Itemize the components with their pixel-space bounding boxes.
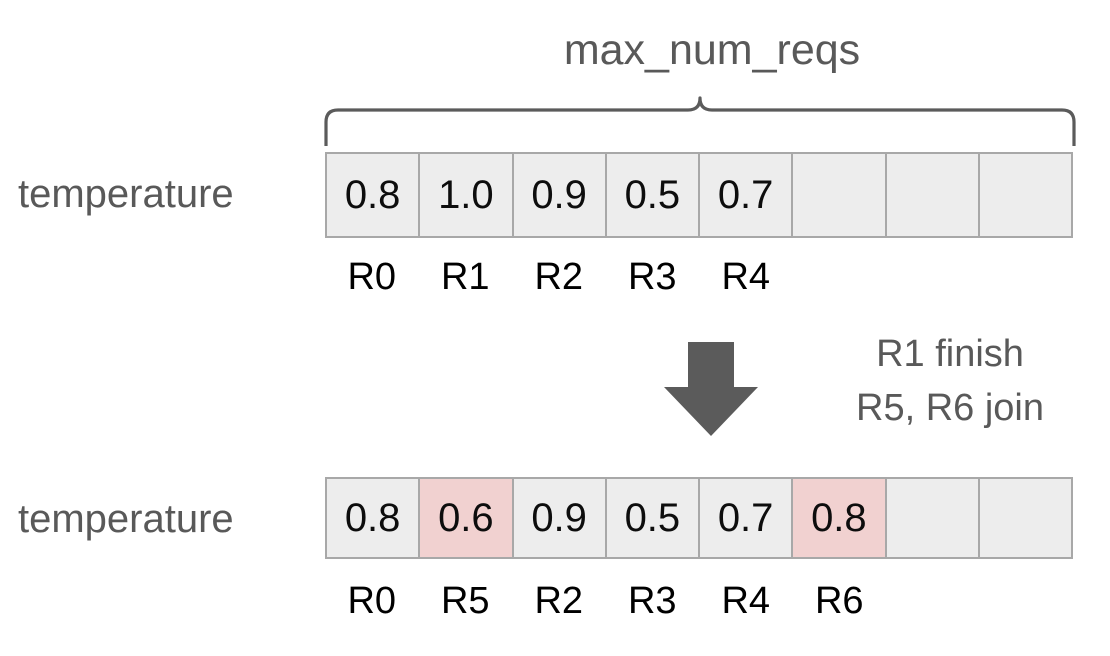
curly-brace-icon bbox=[324, 96, 1076, 146]
temperature-array-after: 0.8 0.6 0.9 0.5 0.7 0.8 bbox=[325, 477, 1073, 559]
request-id: R2 bbox=[534, 256, 584, 298]
slot-cell[interactable]: 0.5 bbox=[606, 479, 700, 557]
request-id bbox=[886, 582, 980, 620]
request-id: R4 bbox=[721, 256, 771, 298]
request-ids-before: R0 R1 R2 R3 R4 bbox=[325, 258, 1073, 296]
request-id: R5 bbox=[440, 580, 490, 622]
slot-cell-highlighted[interactable]: 0.6 bbox=[420, 479, 514, 557]
request-id: R2 bbox=[534, 580, 584, 622]
arrow-down-icon bbox=[664, 342, 758, 436]
row-label-temperature-after: temperature bbox=[18, 497, 234, 541]
slot-cell[interactable] bbox=[793, 154, 887, 236]
request-id: R3 bbox=[627, 580, 677, 622]
slot-cell[interactable]: 0.7 bbox=[700, 154, 794, 236]
temperature-array-before: 0.8 1.0 0.9 0.5 0.7 bbox=[325, 152, 1073, 238]
slot-cell[interactable]: 0.8 bbox=[327, 479, 421, 557]
request-ids-after: R0 R5 R2 R3 R4 R6 bbox=[325, 582, 1073, 620]
request-id: R0 bbox=[347, 256, 397, 298]
request-id: R3 bbox=[627, 256, 677, 298]
transition-note-line-2: R5, R6 join bbox=[856, 386, 1044, 429]
row-label-temperature-before: temperature bbox=[18, 172, 234, 216]
request-id bbox=[980, 258, 1074, 296]
request-id: R0 bbox=[347, 580, 397, 622]
request-id: R4 bbox=[721, 580, 771, 622]
slot-cell[interactable]: 0.5 bbox=[606, 154, 700, 236]
request-id bbox=[793, 258, 887, 296]
transition-note-line-1: R1 finish bbox=[876, 333, 1024, 375]
slot-cell-highlighted[interactable]: 0.8 bbox=[793, 479, 887, 557]
slot-cell[interactable] bbox=[886, 479, 980, 557]
slot-cell[interactable] bbox=[979, 479, 1071, 557]
slot-cell[interactable]: 0.8 bbox=[327, 154, 421, 236]
slot-cell[interactable]: 0.9 bbox=[513, 479, 607, 557]
request-id: R1 bbox=[440, 256, 490, 298]
slot-cell[interactable] bbox=[886, 154, 980, 236]
request-id bbox=[886, 258, 980, 296]
slot-cell[interactable]: 0.7 bbox=[700, 479, 794, 557]
brace-caption-text: max_num_reqs bbox=[563, 26, 861, 74]
slot-cell[interactable]: 0.9 bbox=[513, 154, 607, 236]
slot-cell[interactable] bbox=[979, 154, 1071, 236]
brace-caption: max_num_reqs bbox=[0, 26, 1110, 75]
request-id: R6 bbox=[814, 580, 864, 622]
request-id bbox=[980, 582, 1074, 620]
slot-cell[interactable]: 1.0 bbox=[420, 154, 514, 236]
transition-note: R1 finish R5, R6 join bbox=[800, 328, 1100, 436]
